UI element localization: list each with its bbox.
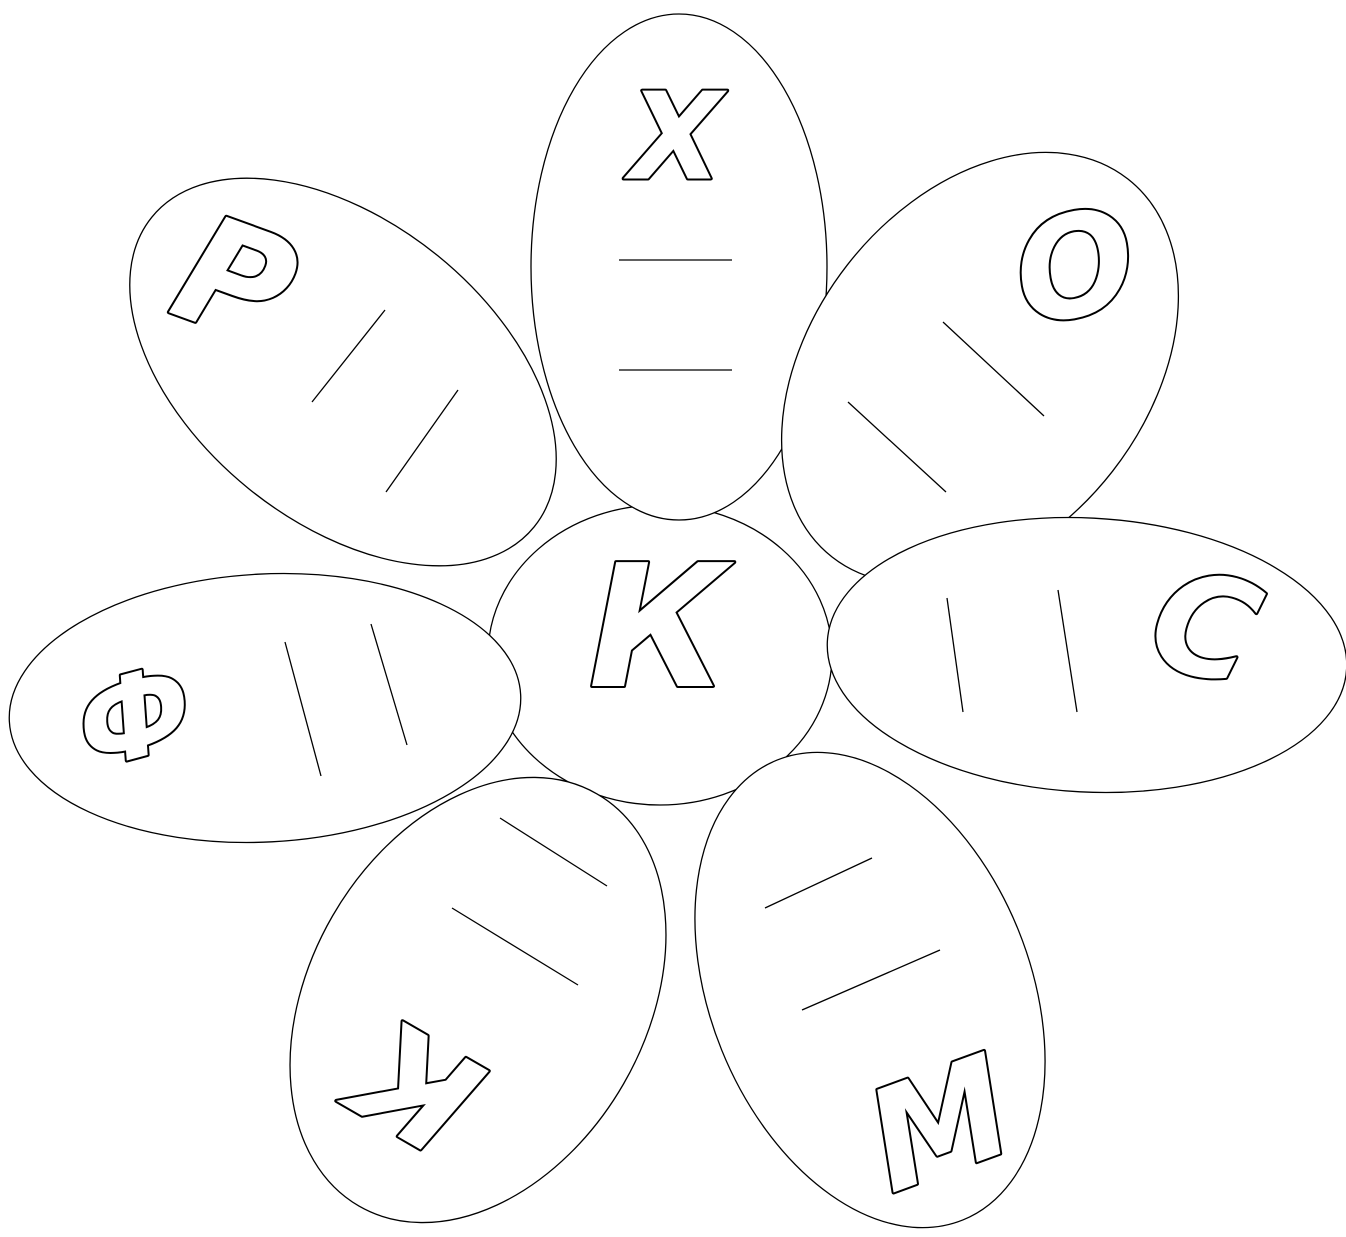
petal-letter: Х bbox=[623, 69, 728, 208]
center-letter: К bbox=[589, 529, 735, 727]
